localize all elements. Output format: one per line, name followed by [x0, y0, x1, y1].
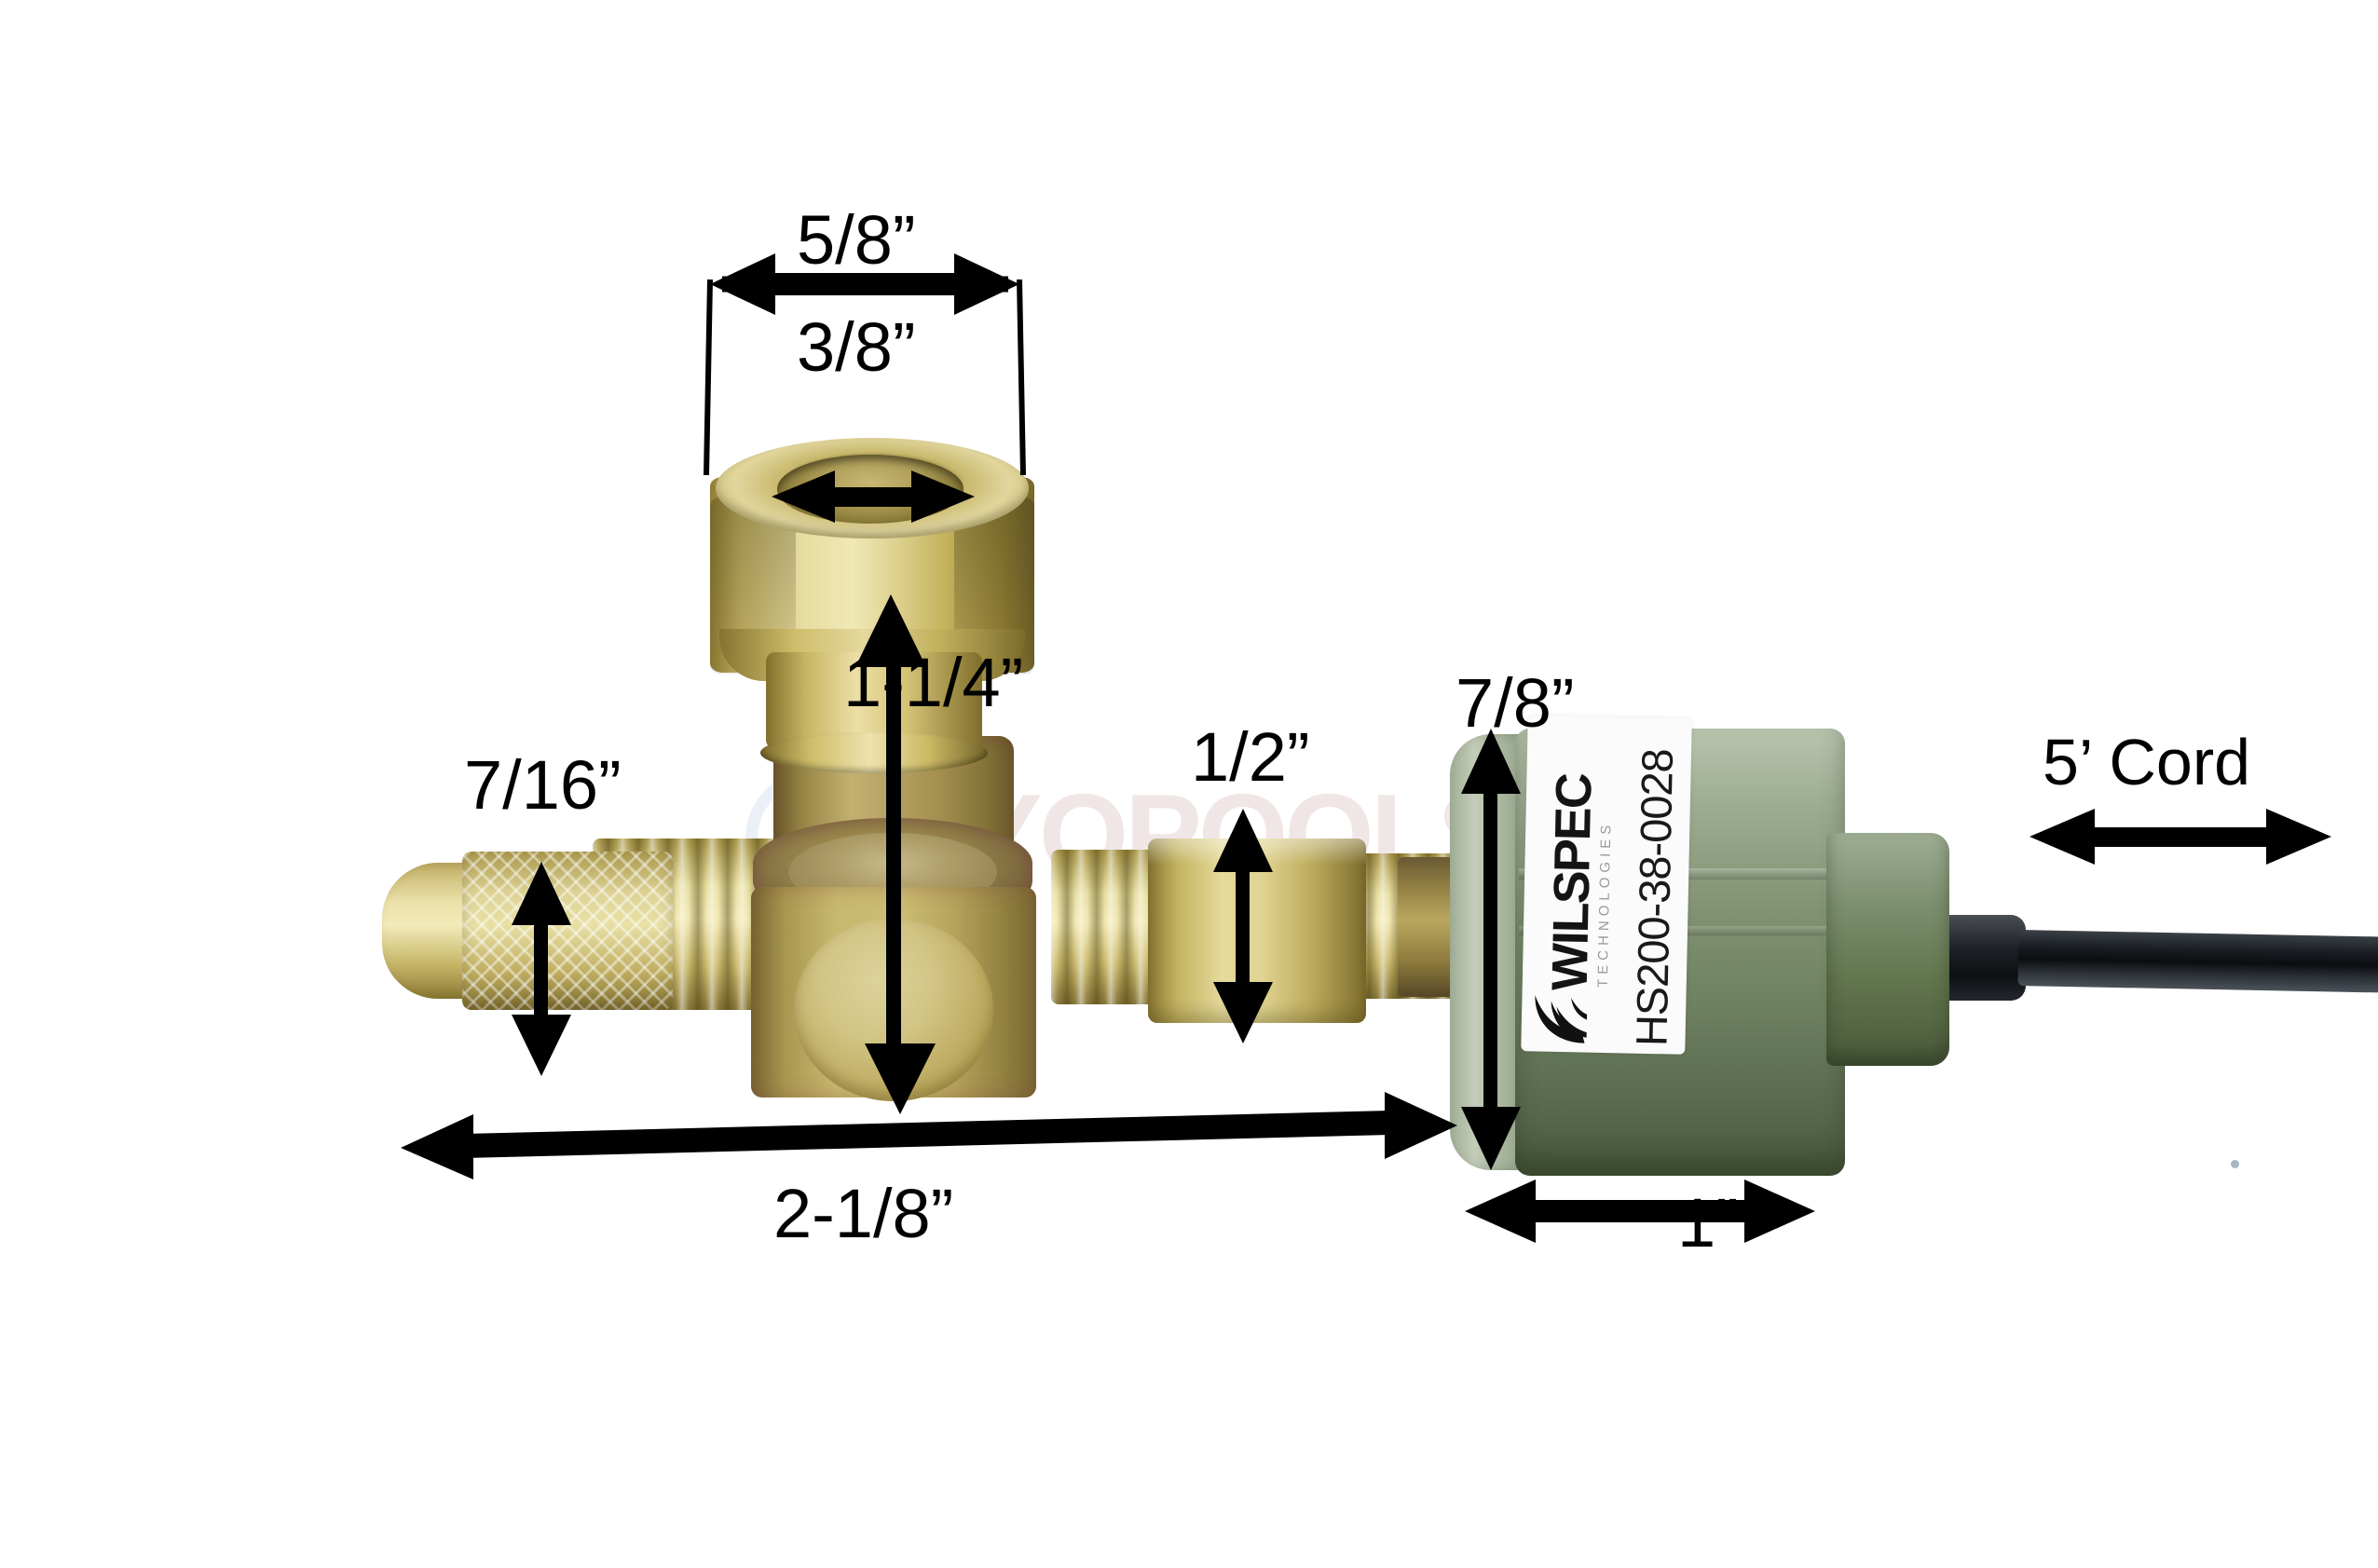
nut-bore-opening [777, 455, 964, 524]
cord-strain-relief [1946, 915, 2026, 1001]
brass-collar [760, 652, 988, 773]
brass-tee-body [745, 736, 1044, 1109]
label-part-number: HS200-38-0028 [1626, 748, 1683, 1047]
label-brand: WILSPEC [1541, 773, 1603, 991]
collar-lip [760, 732, 988, 773]
cap-knurling [462, 852, 673, 1010]
product-label: WILSPEC TECHNOLOGIES HS200-38-0028 [1521, 716, 1692, 1055]
label-subtitle: TECHNOLOGIES [1594, 820, 1615, 989]
dim-arrow-1in [1465, 1179, 1815, 1243]
knurled-brass-cap [382, 850, 680, 1010]
dim-label-brass-assembly-length: 2-1/8” [773, 1175, 954, 1252]
dim-label-nut-outer-width: 5/8” [797, 201, 916, 279]
switch-cord-boss [1826, 833, 1949, 1066]
brass-compression-nut [710, 438, 1034, 681]
dim-label-cord-length: 5’ Cord [2043, 726, 2251, 798]
tee-front-face [794, 919, 993, 1101]
black-power-cord [1946, 906, 2378, 1008]
dim-label-knurled-cap-height: 7/16” [464, 746, 622, 824]
hex-nut-chamfer [1148, 839, 1366, 865]
stray-speck [2231, 1160, 2239, 1168]
swirl-logo-icon [1535, 995, 1588, 1043]
dim-label-switch-body-height: 7/8” [1456, 664, 1575, 742]
dim-label-switch-body-length: 1” [1677, 1184, 1739, 1261]
hex-nut-body [1148, 839, 1366, 1023]
dim-label-tee-overall-height: 1-1/4” [843, 644, 1024, 721]
dim-arrow-cord [2030, 809, 2331, 865]
brass-hex-nut [1148, 839, 1366, 1023]
label-rotated-content: WILSPEC TECHNOLOGIES HS200-38-0028 [1521, 716, 1692, 1055]
dim-label-nut-bore-diameter: 3/8” [797, 308, 916, 386]
dim-label-hex-nut-height: 1/2” [1191, 718, 1310, 796]
cord-cable [2017, 930, 2378, 993]
